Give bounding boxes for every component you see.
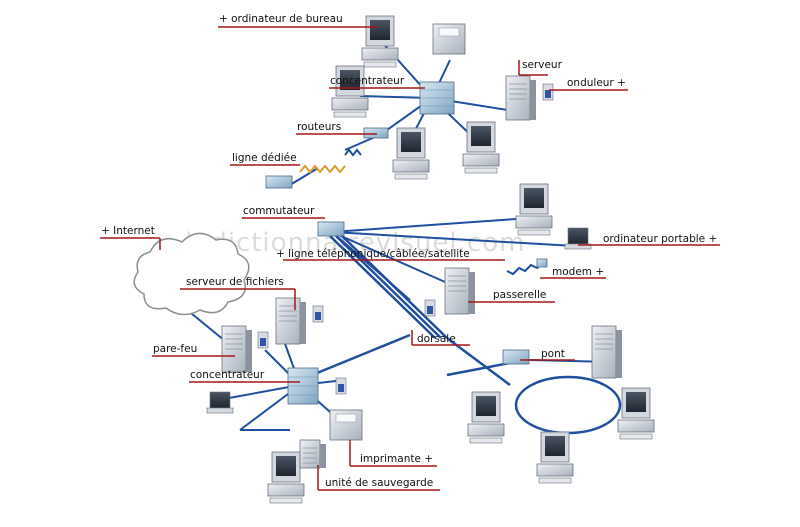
dedicated-line-icon xyxy=(299,164,346,174)
internet-cloud-icon xyxy=(133,232,250,316)
label-routeurs: routeurs xyxy=(297,121,342,133)
laptop-icon xyxy=(564,227,592,250)
desktop-computer-icon xyxy=(392,127,430,180)
label-imprimante: imprimante + xyxy=(360,453,434,465)
label-modem: modem + xyxy=(552,266,605,278)
file-server-icon xyxy=(275,297,306,345)
label-concentrateur-bottom: concentrateur xyxy=(190,369,265,381)
label-concentrateur-top: concentrateur xyxy=(330,75,405,87)
hub-icon xyxy=(419,81,455,115)
desktop-computer-icon xyxy=(536,431,574,484)
desktop-computer-icon xyxy=(361,15,399,68)
server-icon xyxy=(505,75,536,121)
label-passerelle: passerelle xyxy=(493,289,547,301)
leader-lines xyxy=(100,26,720,491)
label-unite-de-sauvegarde: unité de sauvegarde xyxy=(325,477,434,489)
ups-icon xyxy=(335,377,347,395)
router-icon xyxy=(265,175,293,189)
ups-icon xyxy=(542,83,554,101)
desktop-computer-icon xyxy=(617,387,655,440)
desktop-computer-icon xyxy=(467,391,505,444)
gateway-icon xyxy=(444,267,475,315)
router-icon xyxy=(363,127,389,139)
ups-icon xyxy=(312,305,324,323)
label-ordinateur-portable: ordinateur portable + xyxy=(603,233,718,245)
label-internet: + Internet xyxy=(101,225,155,237)
modem-icon xyxy=(536,258,548,268)
label-serveur-de-fichiers: serveur de fichiers xyxy=(186,276,284,288)
label-ligne-dediee: ligne dédiée xyxy=(232,152,297,164)
label-serveur: serveur xyxy=(522,59,562,71)
ups-icon xyxy=(257,331,269,349)
backup-unit-icon xyxy=(299,439,326,469)
switch-icon xyxy=(317,221,345,237)
label-pont: pont xyxy=(541,348,565,360)
label-ligne-telephonique: + ligne téléphonique/câblée/satellite xyxy=(276,248,470,260)
server-icon xyxy=(591,325,622,379)
printer-icon xyxy=(329,409,363,441)
printer-icon xyxy=(432,23,466,55)
desktop-computer-icon xyxy=(331,65,369,118)
label-pare-feu: pare-feu xyxy=(153,343,198,355)
desktop-computer-icon xyxy=(515,183,553,236)
desktop-computer-icon xyxy=(462,121,500,174)
ups-icon xyxy=(424,299,436,317)
label-ordinateur-de-bureau: + ordinateur de bureau xyxy=(219,13,343,25)
laptop-icon xyxy=(206,391,234,414)
desktop-computer-icon xyxy=(267,451,305,504)
firewall-icon xyxy=(221,325,252,373)
label-dorsale: dorsale xyxy=(417,333,456,345)
bridge-icon xyxy=(502,349,530,365)
hub-icon xyxy=(287,367,319,405)
label-commutateur: commutateur xyxy=(243,205,315,217)
label-onduleur: onduleur + xyxy=(567,77,626,89)
